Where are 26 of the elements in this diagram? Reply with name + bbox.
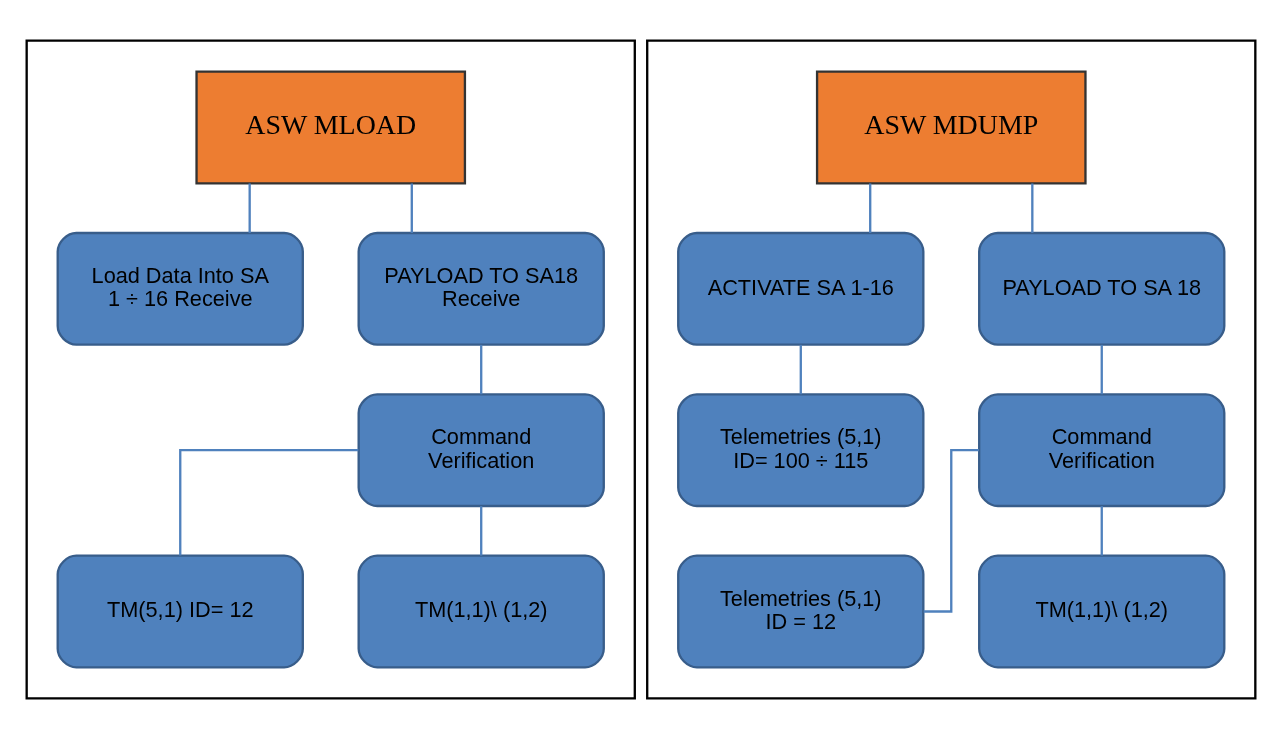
connector [410,182,413,233]
node-box: TM(5,1) ID= 12 [56,554,304,669]
cluster [25,38,636,700]
node-box: Load Data Into SA 1 ÷ 16 Receive [56,231,304,346]
node-box: Telemetries (5,1) ID= 100 ÷ 115 [677,392,925,507]
connector [480,344,483,394]
node-box: TM(1,1)\ (1,2) [357,554,605,669]
connector [248,182,251,233]
connector [179,448,359,556]
connector [799,344,802,394]
node-box: ACTIVATE SA 1-16 [677,231,925,346]
node-box: Command Verification [978,392,1226,507]
node-box: Command Verification [357,392,605,507]
cluster [646,38,1257,700]
node-box: PAYLOAD TO SA18 Receive [357,231,605,346]
connector [923,448,979,613]
connector [869,182,872,233]
connector [480,505,483,556]
node-box: PAYLOAD TO SA 18 [978,231,1226,346]
node-box: TM(1,1)\ (1,2) [978,554,1226,669]
connector [1100,505,1103,556]
node-box: ASW MLOAD [195,69,467,184]
node-box: ASW MDUMP [815,69,1087,184]
connector [1031,182,1034,233]
connector [1100,344,1103,394]
node-box: Telemetries (5,1) ID = 12 [677,554,925,669]
